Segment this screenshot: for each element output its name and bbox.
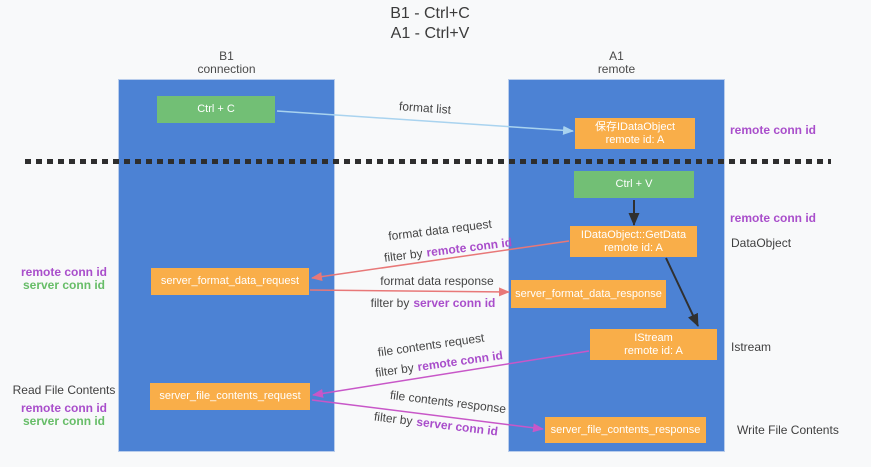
left-remote-conn-id-bottom: remote conn id <box>20 401 107 415</box>
column-a1-title: A1 <box>609 49 624 63</box>
filter-by-text: filter by <box>370 296 410 310</box>
right-dataobject-label: DataObject <box>731 236 792 250</box>
box-server-file-contents-response-label: server_file_contents_response <box>550 423 701 436</box>
right-write-file-contents-label: Write File Contents <box>737 423 839 437</box>
label-format-data-response: format data response <box>380 274 494 288</box>
column-b1-title: B1 <box>219 49 234 63</box>
box-server-format-data-response: server_format_data_response <box>511 280 666 308</box>
column-b1-subtitle: connection <box>197 62 256 76</box>
box-idataobject-getdata-line1: IDataObject::GetData <box>580 228 687 241</box>
box-save-idataobject-line1: 保存IDataObject <box>594 120 676 133</box>
format-list-arrow <box>276 110 574 135</box>
box-istream-line2: remote id: A <box>624 344 683 357</box>
left-remote-conn-id-top: remote conn id <box>20 265 107 279</box>
box-idataobject-getdata-line2: remote id: A <box>604 241 663 254</box>
box-server-format-data-request: server_format_data_request <box>151 268 309 295</box>
box-idataobject-getdata: IDataObject::GetData remote id: A <box>570 226 697 257</box>
column-header-a1: A1 remote <box>508 50 725 76</box>
right-remote-conn-id-top: remote conn id <box>730 123 817 137</box>
right-istream-label: Istream <box>731 340 772 354</box>
dashed-divider <box>25 159 831 164</box>
box-server-format-data-request-label: server_format_data_request <box>160 275 300 287</box>
box-istream: IStream remote id: A <box>590 329 717 360</box>
box-ctrl-c: Ctrl + C <box>157 96 275 123</box>
box-ctrl-v-label: Ctrl + V <box>615 178 653 190</box>
server-conn-id-text: server conn id <box>413 296 496 310</box>
box-server-file-contents-request: server_file_contents_request <box>150 383 310 410</box>
format-data-response-arrow <box>309 287 510 297</box>
box-server-format-data-response-label: server_format_data_response <box>515 287 662 300</box>
column-a1-subtitle: remote <box>597 62 636 76</box>
box-save-idataobject-line2: remote id: A <box>605 133 665 146</box>
file-contents-request-arrow <box>312 350 590 398</box>
diagram-title: B1 - Ctrl+C A1 - Ctrl+V <box>0 4 860 44</box>
file-contents-response-arrow <box>311 399 544 433</box>
title-line-b1: B1 - Ctrl+C <box>390 5 470 22</box>
box-save-idataobject: 保存IDataObject remote id: A <box>575 118 695 149</box>
box-istream-line1: IStream <box>634 331 673 344</box>
column-header-b1: B1 connection <box>118 50 335 76</box>
getdata-to-istream-arrow <box>665 257 699 327</box>
box-server-file-contents-response: server_file_contents_response <box>545 417 706 443</box>
box-server-file-contents-request-label: server_file_contents_request <box>159 390 301 402</box>
box-ctrl-v: Ctrl + V <box>574 171 694 198</box>
left-server-conn-id-top: server conn id <box>22 278 106 292</box>
left-server-conn-id-bottom: server conn id <box>22 414 106 428</box>
box-ctrl-c-label: Ctrl + C <box>197 103 235 115</box>
format-data-request-arrow <box>311 240 570 282</box>
right-remote-conn-id-mid: remote conn id <box>730 211 817 225</box>
title-line-a1: A1 - Ctrl+V <box>390 25 470 42</box>
left-read-file-contents-label: Read File Contents <box>12 383 116 397</box>
